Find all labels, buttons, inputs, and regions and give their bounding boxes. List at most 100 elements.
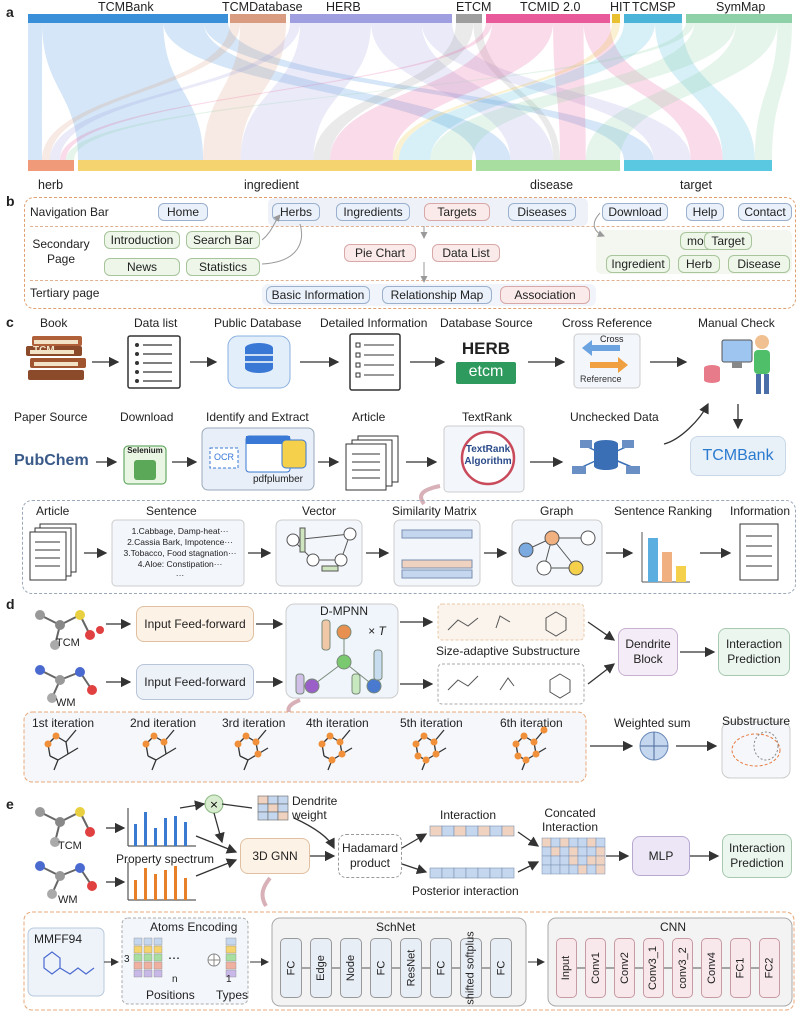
secondary-statistics[interactable]: Statistics bbox=[186, 258, 260, 276]
atom-highlight bbox=[338, 750, 346, 758]
matrix-cell bbox=[568, 837, 579, 848]
download-disease[interactable]: Disease bbox=[728, 255, 790, 273]
secondary-introduction[interactable]: Introduction bbox=[104, 231, 180, 249]
atom-highlight bbox=[414, 752, 422, 760]
sankey-flow bbox=[655, 22, 755, 160]
sentence-ranking-icon bbox=[641, 532, 690, 583]
schnet-layer-label: Edge bbox=[315, 955, 328, 981]
position-cell bbox=[143, 945, 153, 954]
spectrum-bar bbox=[184, 878, 187, 900]
atom-highlight bbox=[142, 740, 150, 748]
d-wm-label: WM bbox=[56, 697, 76, 709]
spectrum-bar bbox=[164, 870, 167, 900]
spectrum-bar bbox=[154, 828, 157, 846]
herb-logo: HERB bbox=[461, 339, 511, 358]
tertiary-basic-information[interactable]: Basic Information bbox=[266, 286, 370, 304]
matrix-cell bbox=[586, 864, 597, 875]
iteration-frame bbox=[23, 711, 587, 783]
nav-help[interactable]: Help bbox=[686, 203, 724, 221]
secondary-search-bar[interactable]: Search Bar bbox=[186, 231, 260, 249]
label-identify-extract: Identify and Extract bbox=[206, 410, 309, 424]
input-feed-forward-wm: Input Feed-forward bbox=[136, 664, 254, 700]
sankey-flow bbox=[203, 22, 286, 160]
tertiary-association[interactable]: Association bbox=[500, 286, 590, 304]
download-target[interactable]: Target bbox=[704, 232, 752, 250]
sankey-flow bbox=[585, 22, 778, 160]
sankey-source-bar bbox=[624, 14, 682, 23]
atom-highlight bbox=[532, 750, 540, 758]
nav-download[interactable]: Download bbox=[602, 203, 668, 221]
ocr-label: OCR bbox=[214, 452, 234, 462]
svg-text:×: × bbox=[209, 798, 218, 811]
matrix-cell bbox=[541, 846, 552, 857]
label-data-list: Data list bbox=[134, 316, 178, 330]
e-tcm-label: TCM bbox=[58, 840, 82, 852]
nav-home[interactable]: Home bbox=[158, 203, 208, 221]
sankey-target-label: target bbox=[680, 178, 712, 192]
position-cell bbox=[133, 945, 143, 954]
substructure-result-box bbox=[721, 721, 791, 779]
secondary-data-list[interactable]: Data List bbox=[432, 244, 500, 262]
iteration-label: 1st iteration bbox=[32, 716, 95, 730]
3d-gnn-box: 3D GNN bbox=[240, 838, 310, 874]
interaction-label: Interaction bbox=[440, 808, 497, 822]
one-label: 1 bbox=[226, 974, 232, 985]
cnn-layer: FC2 bbox=[759, 938, 780, 998]
matrix-cell bbox=[586, 837, 597, 848]
tertiary-relationship-map[interactable]: Relationship Map bbox=[382, 286, 492, 304]
atom-highlight bbox=[432, 750, 440, 758]
label-detailed-information: Detailed Information bbox=[320, 316, 428, 330]
label-public-database: Public Database bbox=[214, 316, 302, 330]
sankey-flow bbox=[28, 22, 43, 160]
dmpnn-box bbox=[285, 603, 399, 699]
sankey-flow bbox=[60, 22, 493, 160]
atom-highlight bbox=[234, 740, 242, 748]
cnn-layer: Conv3_1 bbox=[643, 938, 664, 998]
position-cell bbox=[143, 969, 153, 978]
secondary-pie-chart[interactable]: Pie Chart bbox=[344, 244, 416, 262]
nav-ingredients[interactable]: Ingredients bbox=[336, 203, 410, 221]
iteration-label: 5th iteration bbox=[400, 716, 463, 730]
label-book: Book bbox=[40, 316, 68, 330]
nav-herbs[interactable]: Herbs bbox=[272, 203, 320, 221]
sankey-target-label: herb bbox=[38, 178, 64, 192]
download-ingredient[interactable]: Ingredient bbox=[606, 255, 670, 273]
cnn-layer: Input bbox=[556, 938, 577, 998]
secondary-news[interactable]: News bbox=[104, 258, 180, 276]
concated-interaction-matrix bbox=[541, 837, 606, 875]
cnn-layer-label: FC2 bbox=[763, 957, 776, 979]
matrix-cell bbox=[595, 837, 606, 848]
download-herb[interactable]: Herb bbox=[678, 255, 720, 273]
panel-label-a: a bbox=[6, 4, 14, 20]
nav-diseases[interactable]: Diseases bbox=[508, 203, 576, 221]
sankey-flow bbox=[313, 22, 474, 160]
cnn-layer-label: Conv1 bbox=[589, 952, 602, 984]
cnn-layer-label: Conv4 bbox=[705, 952, 718, 984]
nav-targets[interactable]: Targets bbox=[424, 203, 490, 221]
atom-highlight bbox=[412, 740, 420, 748]
position-cell bbox=[133, 969, 143, 978]
cnn-layer: Conv1 bbox=[585, 938, 606, 998]
e-tcm-molecule-icon bbox=[35, 807, 95, 847]
property-spectrum-chart bbox=[127, 808, 196, 901]
sankey-source-label: TCMDatabase bbox=[222, 0, 303, 14]
schnet-layer: Node bbox=[340, 938, 362, 998]
sankey-flow bbox=[473, 22, 560, 160]
position-cell bbox=[133, 953, 143, 962]
sankey-source-label: TCMID 2.0 bbox=[520, 0, 581, 14]
row-divider bbox=[30, 280, 790, 281]
ocr-pdf-icon bbox=[201, 427, 315, 491]
sankey-source-bar bbox=[686, 14, 792, 23]
type-cell bbox=[225, 961, 237, 970]
selenium-label: Selenium bbox=[127, 446, 163, 455]
textrank-icon bbox=[443, 425, 525, 493]
position-cell bbox=[143, 953, 153, 962]
label-article: Article bbox=[352, 410, 386, 424]
position-cell bbox=[133, 961, 143, 970]
substructure-label: Substructure bbox=[722, 714, 791, 728]
matrix-cell bbox=[595, 864, 606, 875]
spectrum-bar bbox=[184, 822, 187, 846]
weighted-sum-label: Weighted sum bbox=[614, 716, 691, 730]
nav-contact[interactable]: Contact bbox=[738, 203, 792, 221]
